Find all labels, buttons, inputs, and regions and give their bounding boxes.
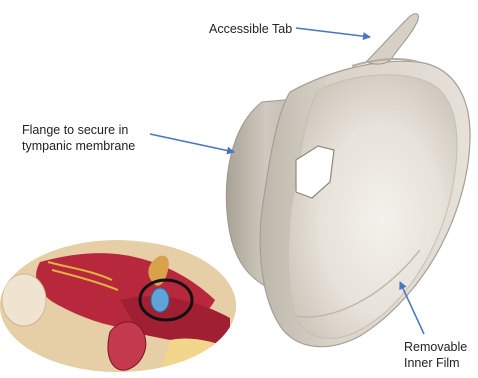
ear-anatomy-inset	[0, 236, 240, 373]
ventilation-tube-device	[226, 14, 470, 347]
outer-ear-cartilage	[2, 274, 46, 326]
label-film-line-2: Inner Film	[404, 355, 467, 371]
arrow-flange	[150, 134, 234, 152]
implant-marker	[151, 288, 169, 312]
arrow-tab	[296, 28, 370, 37]
label-removable-film: Removable Inner Film	[404, 339, 467, 371]
label-flange-line-1: Flange to secure in	[22, 122, 135, 138]
label-film-line-1: Removable	[404, 339, 467, 355]
label-accessible-tab: Accessible Tab	[209, 21, 292, 37]
label-flange-line-2: tympanic membrane	[22, 138, 135, 154]
label-flange: Flange to secure in tympanic membrane	[22, 122, 135, 154]
lower-bone	[160, 338, 236, 373]
accessible-tab	[366, 14, 418, 64]
device-inner-film	[288, 75, 457, 339]
